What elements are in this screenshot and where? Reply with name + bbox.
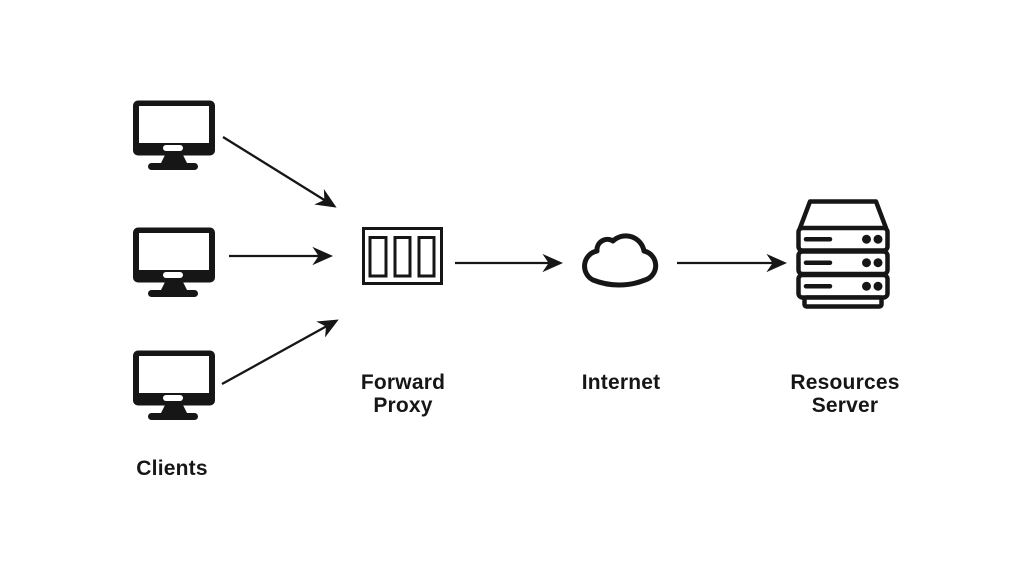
forward-proxy-icon	[362, 227, 443, 285]
label-line: Proxy	[373, 394, 433, 417]
client-monitor-icon-2	[133, 227, 215, 297]
arrow-client1-to-proxy	[222, 136, 337, 208]
internet-cloud-icon	[582, 233, 659, 288]
internet-label: Internet	[581, 371, 661, 394]
arrow-client3-to-proxy	[221, 319, 339, 386]
label-line: Forward	[360, 371, 446, 394]
resources-server-icon	[796, 199, 890, 309]
label-line: Resources	[790, 371, 900, 394]
forward-proxy-label: Forward Proxy	[361, 371, 445, 417]
client-monitor-icon-3	[133, 350, 215, 420]
clients-label: Clients	[136, 457, 208, 480]
resources-server-label: Resources Server	[790, 371, 899, 417]
client-monitor-icon-1	[133, 100, 215, 170]
label-line: Server	[811, 394, 879, 417]
